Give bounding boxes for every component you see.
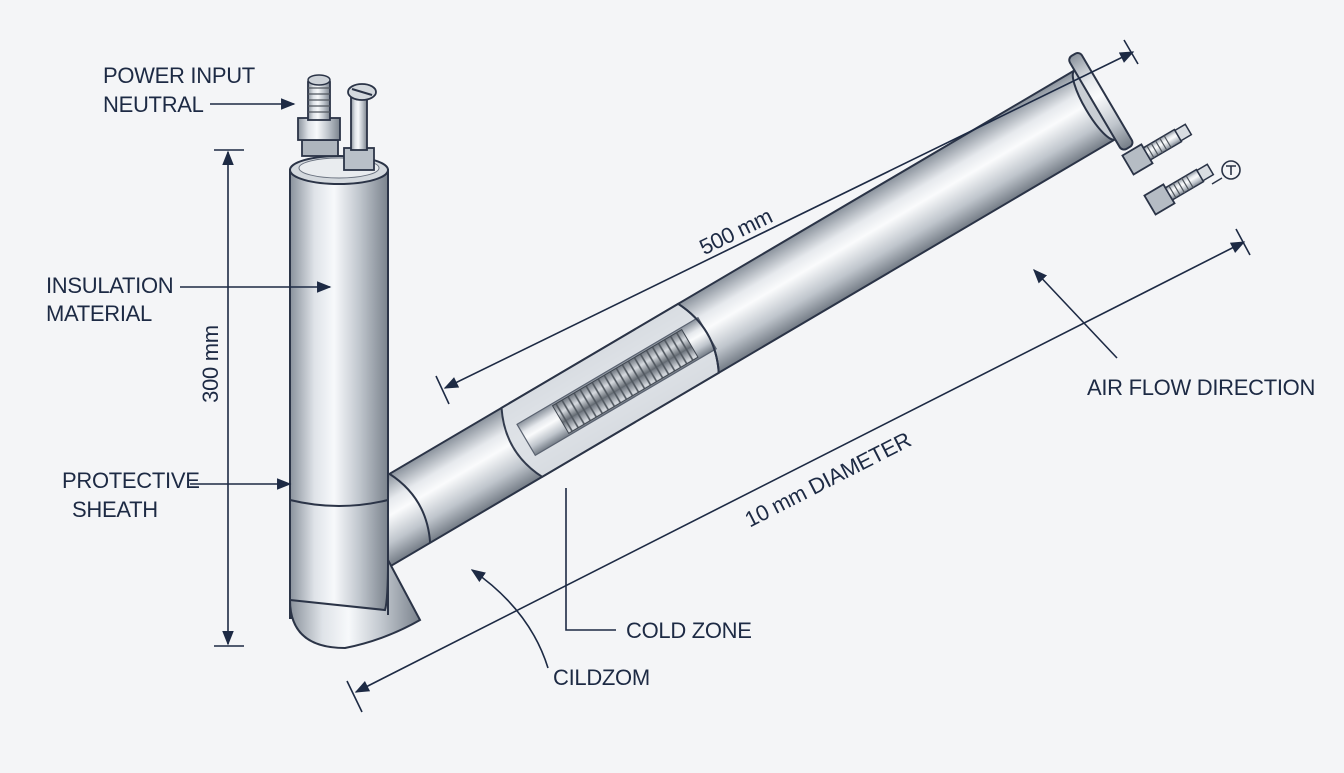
label-power-input: POWER INPUT (103, 63, 255, 88)
thermometer-circle-icon (1211, 160, 1241, 185)
right-terminals (1121, 123, 1241, 216)
label-protective: PROTECTIVE (62, 468, 200, 493)
label-vertical-length: 300 mm (198, 325, 223, 403)
leader-lines (180, 98, 1118, 669)
label-insulation-material: MATERIAL (46, 301, 152, 326)
label-neutral: NEUTRAL (103, 92, 204, 117)
vertical-tube (288, 155, 422, 650)
label-air-flow: AIR FLOW DIRECTION (1087, 375, 1316, 400)
top-terminals (297, 74, 377, 171)
label-cold-zone-misprint: CILDZOM (553, 665, 650, 690)
horizontal-tube (306, 52, 1134, 593)
dimension-300mm (214, 149, 244, 647)
dimension-diameter (346, 228, 1251, 713)
label-protective-sheath: SHEATH (72, 497, 158, 522)
label-cold-zone: COLD ZONE (626, 618, 752, 643)
label-insulation: INSULATION (46, 273, 174, 298)
